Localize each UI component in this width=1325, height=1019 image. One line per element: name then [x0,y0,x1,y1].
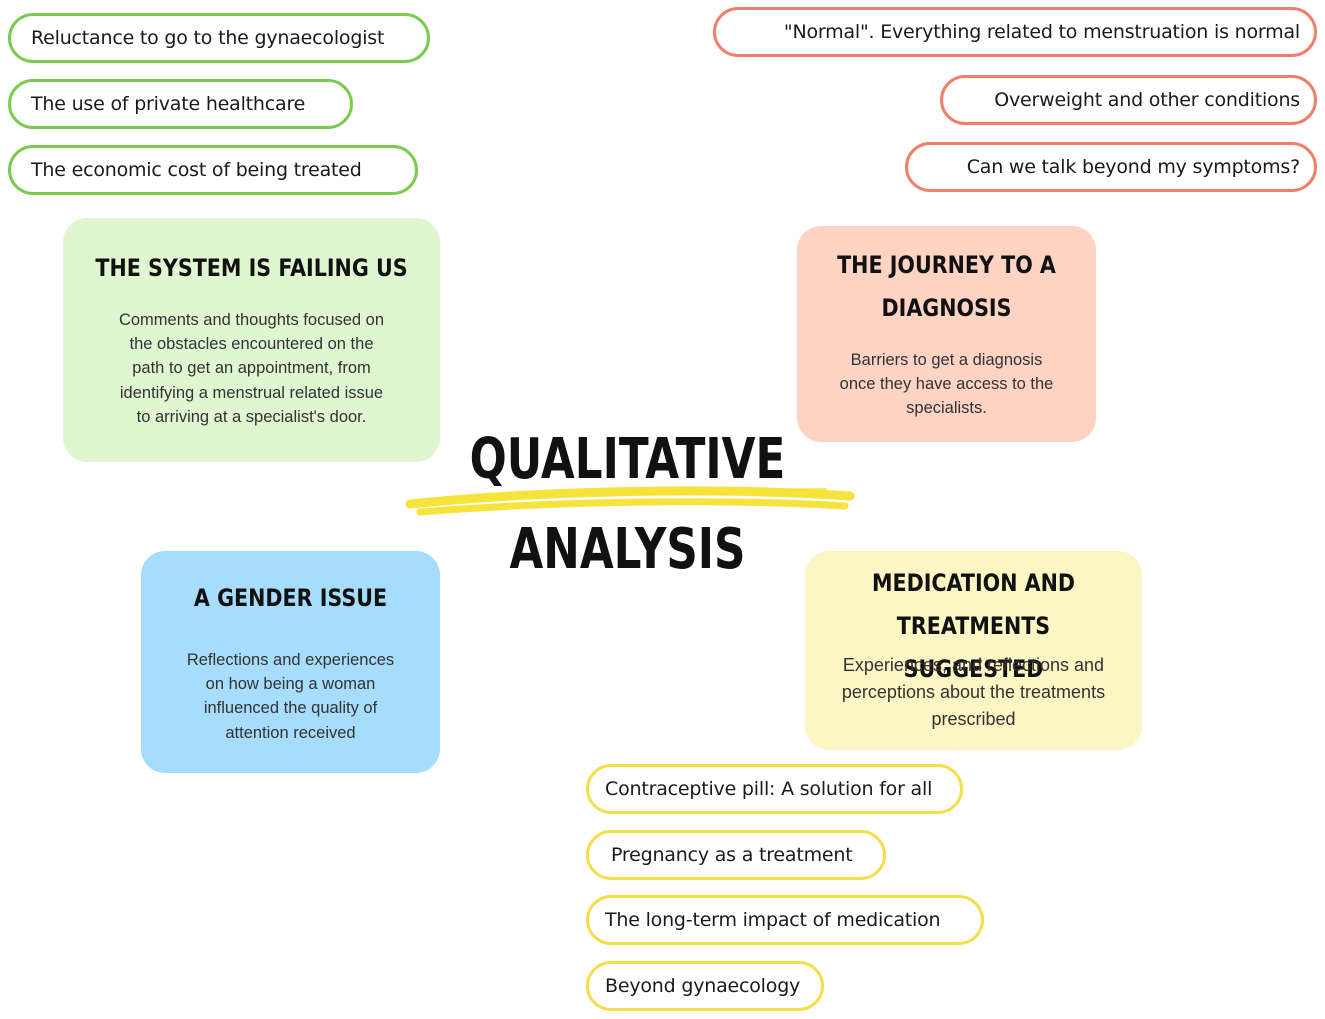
theme-description: Reflections and experiences on how being… [186,651,395,742]
theme-title: MEDICATION AND TREATMENTS SUGGESTED [871,569,1076,683]
subtheme-label: The use of private healthcare [31,93,306,115]
theme-card-system-failing: THE SYSTEM IS FAILING US Comments and th… [63,218,440,462]
subtheme-label: Contraceptive pill: A solution for all [605,778,933,800]
highlight-stroke [405,486,855,516]
center-title-line-1: QUALITATIVE [469,427,786,492]
subtheme-label: Overweight and other conditions [994,89,1300,111]
subtheme-label: The long-term impact of medication [605,909,941,931]
theme-card-journey-diagnosis: THE JOURNEY TO A DIAGNOSIS Barriers to g… [797,226,1096,442]
subtheme-label: "Normal". Everything related to menstrua… [783,21,1300,43]
theme-card-medication-treatments: MEDICATION AND TREATMENTS SUGGESTED Expe… [805,551,1142,750]
subtheme-pill-contraceptive: Contraceptive pill: A solution for all [586,764,963,814]
subtheme-label: Pregnancy as a treatment [611,844,853,866]
theme-description: Experiences, and reflections and percept… [841,655,1106,729]
theme-title: THE JOURNEY TO A DIAGNOSIS [837,251,1056,322]
subtheme-label: Reluctance to go to the gynaecologist [31,27,385,49]
subtheme-pill-reluctance: Reluctance to go to the gynaecologist [8,13,430,63]
theme-card-gender-issue: A GENDER ISSUE Reflections and experienc… [141,551,440,773]
subtheme-pill-long-term-impact: The long-term impact of medication [586,895,984,945]
subtheme-pill-normal: "Normal". Everything related to menstrua… [713,7,1317,57]
subtheme-label: Beyond gynaecology [605,975,801,997]
subtheme-pill-private-healthcare: The use of private healthcare [8,79,353,129]
theme-title: A GENDER ISSUE [193,584,388,612]
subtheme-pill-beyond-gynaecology: Beyond gynaecology [586,961,824,1011]
theme-description: Comments and thoughts focused on the obs… [118,311,385,426]
theme-title: THE SYSTEM IS FAILING US [95,254,408,282]
subtheme-pill-overweight: Overweight and other conditions [940,75,1317,125]
center-title-line-2: ANALYSIS [509,517,746,582]
subtheme-pill-pregnancy: Pregnancy as a treatment [586,830,886,880]
theme-description: Barriers to get a diagnosis once they ha… [839,351,1054,418]
subtheme-pill-beyond-symptoms: Can we talk beyond my symptoms? [905,142,1317,192]
subtheme-label: The economic cost of being treated [31,159,362,181]
subtheme-pill-economic-cost: The economic cost of being treated [8,145,418,195]
subtheme-label: Can we talk beyond my symptoms? [966,156,1301,178]
